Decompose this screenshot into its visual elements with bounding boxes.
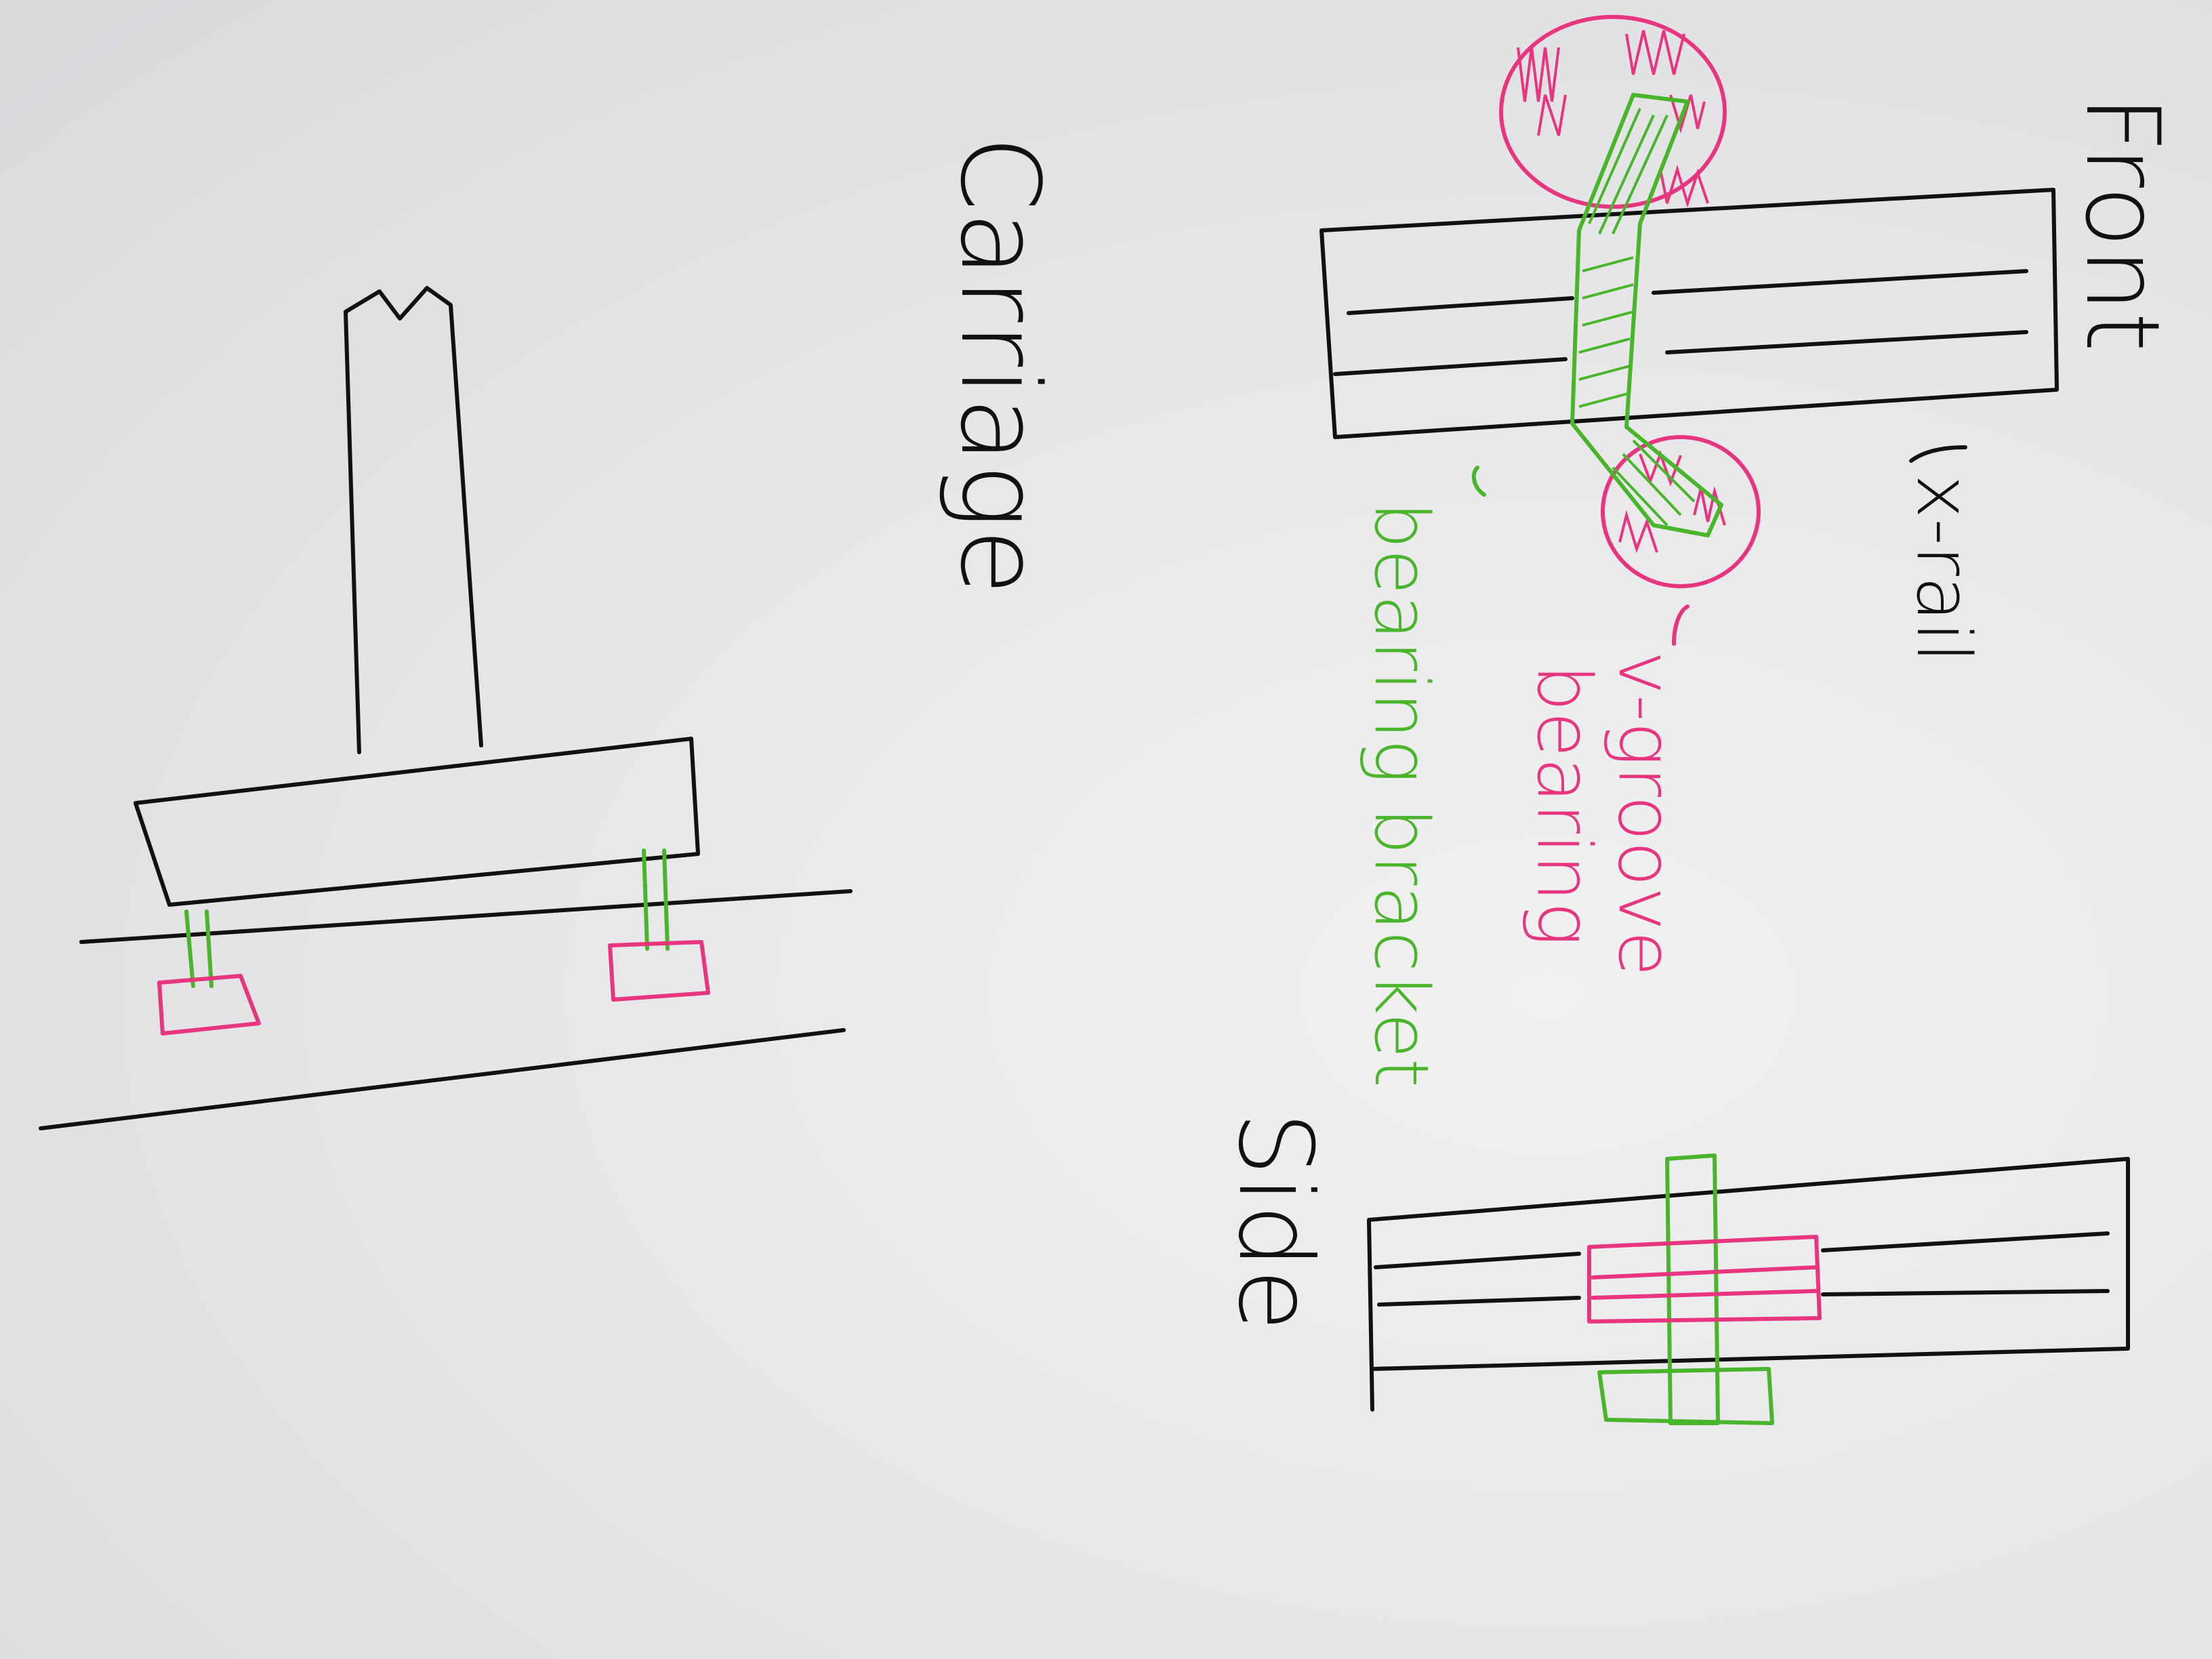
x-rail-leader <box>1909 445 1967 463</box>
side-view <box>1367 1153 2130 1425</box>
carriage-view <box>39 286 853 1130</box>
side-rail-groove-upper-left <box>1374 1252 1581 1269</box>
x-rail-groove-upper-right <box>1652 269 2028 295</box>
carriage-rail-upper <box>79 889 853 944</box>
v-groove-leader <box>1672 605 1689 646</box>
x-rail-groove-lower-left <box>1333 357 1568 376</box>
bearing-bracket-label: bearing bracket <box>1358 501 1445 1088</box>
side-rail-groove-lower-left <box>1377 1296 1581 1307</box>
v-groove-bearing-top <box>1499 15 1727 209</box>
carriage-plate <box>134 737 700 907</box>
front-label: Front <box>2063 95 2181 352</box>
x-rail-label: x-rail <box>1900 474 1987 663</box>
carriage-rail-lower <box>39 1028 846 1130</box>
carriage-bracket-leg-left <box>184 909 213 988</box>
carriage-bracket-leg-right <box>642 848 670 951</box>
side-bracket-base <box>1597 1367 1774 1425</box>
bearing-bracket-leader <box>1471 466 1486 497</box>
side-rail-outline <box>1367 1157 2130 1412</box>
x-rail-outline <box>1319 188 2059 439</box>
bearing-bracket-outline <box>1570 93 1723 537</box>
carriage-bearing-left <box>157 974 261 1036</box>
bearing-bracket-hatch <box>1578 108 1696 527</box>
carriage-bearing-right <box>608 940 710 1002</box>
side-bearing <box>1587 1235 1822 1324</box>
v-groove-bearing-label-line2: bearing <box>1521 664 1607 946</box>
carriage-label: Carriage <box>937 136 1063 595</box>
side-rail-groove-lower-right <box>1821 1289 2110 1296</box>
v-groove-bearing-bottom <box>1601 435 1761 588</box>
side-label: Side <box>1216 1111 1334 1331</box>
front-view <box>1319 15 2059 646</box>
bearing-top-hatch <box>1517 30 1709 208</box>
x-rail-groove-lower-right <box>1665 330 2028 354</box>
side-rail-groove-upper-right <box>1821 1231 2110 1252</box>
carriage-post <box>344 286 483 754</box>
x-rail-groove-upper-left <box>1347 296 1574 315</box>
v-groove-bearing-label-line1: v-groove <box>1602 651 1689 977</box>
